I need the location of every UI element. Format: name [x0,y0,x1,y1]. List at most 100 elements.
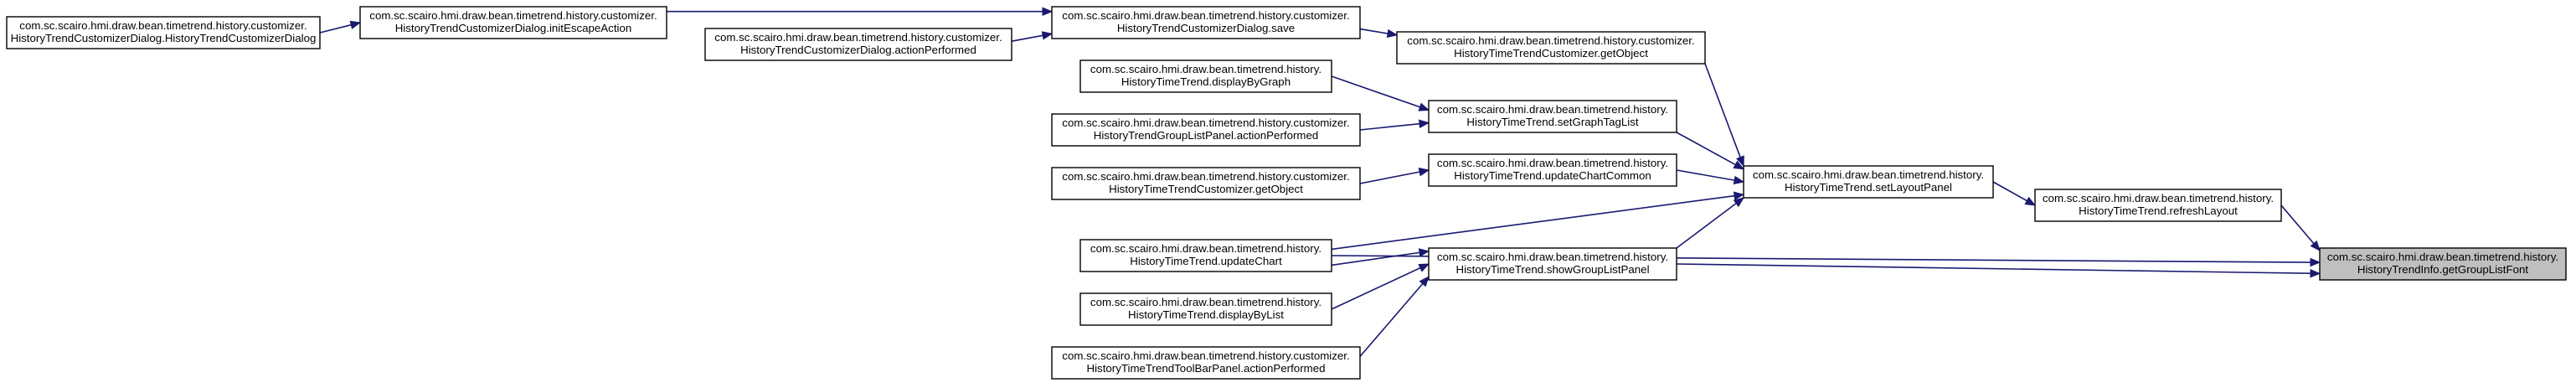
node-label-line: HistoryTimeTrend.refreshLayout [2079,204,2238,217]
node-label-line: HistoryTrendCustomizerDialog.actionPerfo… [740,44,976,56]
arrowhead [1733,197,1745,208]
edge-line [1359,283,1424,357]
edge-refreshLayout-to-getGroupListFont [2280,204,2321,252]
node-label-line: com.sc.scairo.hmi.draw.bean.timetrend.hi… [1437,103,1668,116]
arrowhead [1733,175,1745,185]
node-box [704,28,1012,61]
arrowhead [1736,155,1744,168]
root-node-getGroupListFont[interactable]: com.sc.scairo.hmi.draw.bean.timetrend.hi… [2319,247,2567,281]
edge-line [2280,204,2315,245]
graph-node-displayByList[interactable]: com.sc.scairo.hmi.draw.bean.timetrend.hi… [1079,292,1332,326]
graph-node-initEscapeAction[interactable]: com.sc.scairo.hmi.draw.bean.timetrend.hi… [359,6,667,39]
node-label-line: HistoryTimeTrend.displayByList [1128,308,1284,321]
node-label-line: HistoryTimeTrend.setGraphTagList [1466,116,1638,128]
node-label-line: HistoryTrendCustomizerDialog.save [1117,22,1295,34]
node-label-line: com.sc.scairo.hmi.draw.bean.timetrend.hi… [2327,251,2558,263]
edge-line [1704,63,1741,158]
node-box [1428,153,1677,187]
node-label-line: com.sc.scairo.hmi.draw.bean.timetrend.hi… [369,9,657,22]
arrowhead [1418,102,1430,111]
edge-updateChart-to-showGroupListPanel [1331,248,1430,266]
graph-node-groupListAction[interactable]: com.sc.scairo.hmi.draw.bean.timetrend.hi… [1051,113,1361,147]
arrowhead [1733,160,1745,170]
arrowhead [1386,28,1399,39]
arrowhead [1733,191,1745,200]
node-box [1079,239,1332,272]
graph-node-dialogSave[interactable]: com.sc.scairo.hmi.draw.bean.timetrend.hi… [1051,6,1361,39]
node-box [1743,165,1994,199]
graph-node-setGraphTagList[interactable]: com.sc.scairo.hmi.draw.bean.timetrend.hi… [1428,100,1677,133]
graph-node-showGroupListPanel[interactable]: com.sc.scairo.hmi.draw.bean.timetrend.hi… [1428,247,1677,281]
graph-node-dialogAction[interactable]: com.sc.scairo.hmi.draw.bean.timetrend.hi… [704,28,1012,61]
graph-node-updateChart[interactable]: com.sc.scairo.hmi.draw.bean.timetrend.hi… [1079,239,1332,272]
node-label-line: com.sc.scairo.hmi.draw.bean.timetrend.hi… [1090,242,1321,255]
node-label-line: com.sc.scairo.hmi.draw.bean.timetrend.hi… [1407,34,1694,47]
node-box [1396,31,1706,65]
graph-node-updateChartCommon[interactable]: com.sc.scairo.hmi.draw.bean.timetrend.hi… [1428,153,1677,187]
node-label-line: com.sc.scairo.hmi.draw.bean.timetrend.hi… [1062,170,1349,183]
node-label-line: HistoryTimeTrendToolBarPanel.actionPerfo… [1086,362,1325,375]
edge-dialogAction-to-dialogSave [1011,31,1054,42]
graph-node-getObjectCustomizer[interactable]: com.sc.scairo.hmi.draw.bean.timetrend.hi… [1396,31,1706,65]
edge-line [1331,194,1735,251]
edge-line [1992,181,2027,202]
graph-node-dialogCtor[interactable]: com.sc.scairo.hmi.draw.bean.timetrend.hi… [6,16,321,49]
edge-getObjectCommon-to-updateChartCommon [1359,168,1430,184]
graph-node-displayByGraph[interactable]: com.sc.scairo.hmi.draw.bean.timetrend.hi… [1079,59,1332,93]
arrowhead [1041,31,1054,40]
graph-node-getObjectCommon[interactable]: com.sc.scairo.hmi.draw.bean.timetrend.hi… [1051,167,1361,200]
node-label-line: HistoryTimeTrend.updateChart [1130,255,1282,267]
edge-groupListAction-to-setGraphTagList [1359,119,1430,131]
node-label-line: com.sc.scairo.hmi.draw.bean.timetrend.hi… [19,19,307,32]
graph-node-setLayoutPanel[interactable]: com.sc.scairo.hmi.draw.bean.timetrend.hi… [1743,165,1994,199]
edge-showGroupListPanel-to-getGroupListFont [1676,263,2321,278]
node-label-line: HistoryTrendCustomizerDialog.HistoryTren… [11,32,317,44]
node-label-line: HistoryTrendInfo.getGroupListFont [2357,263,2529,276]
node-label-line: com.sc.scairo.hmi.draw.bean.timetrend.hi… [1753,168,1984,181]
edge-dialogCtor-to-initEscapeAction [319,20,362,34]
node-label-line: HistoryTrendGroupListPanel.actionPerform… [1094,129,1319,142]
node-label-line: com.sc.scairo.hmi.draw.bean.timetrend.hi… [1062,349,1349,362]
edge-displayByGraph-to-setGraphTagList [1331,75,1430,111]
edge-line [319,23,352,34]
edge-displayByList-to-showGroupListPanel [1331,263,1430,310]
node-box [1051,113,1361,147]
node-label-line: com.sc.scairo.hmi.draw.bean.timetrend.hi… [1437,251,1668,263]
node-box [2319,247,2567,281]
edge-line [1676,202,1737,249]
arrowhead [1419,276,1430,287]
node-label-line: com.sc.scairo.hmi.draw.bean.timetrend.hi… [1090,63,1321,75]
node-label-line: HistoryTimeTrend.updateChartCommon [1454,169,1651,182]
edge-dialogSave-to-getObjectCustomizer [1359,28,1399,39]
nodes-layer: com.sc.scairo.hmi.draw.bean.timetrend.hi… [6,6,2567,380]
graph-node-refreshLayout[interactable]: com.sc.scairo.hmi.draw.bean.timetrend.hi… [2034,189,2282,222]
edge-line [1359,171,1420,184]
node-label-line: com.sc.scairo.hmi.draw.bean.timetrend.hi… [1062,9,1349,22]
node-label-line: com.sc.scairo.hmi.draw.bean.timetrend.hi… [1062,116,1349,129]
arrowhead [2310,257,2321,267]
edge-line [1331,75,1420,108]
edge-line [1331,251,1420,266]
node-label-line: HistoryTimeTrend.setLayoutPanel [1785,181,1952,194]
edge-line [1676,132,1736,166]
node-label-line: com.sc.scairo.hmi.draw.bean.timetrend.hi… [2043,192,2274,204]
node-box [1428,100,1677,133]
arrowhead [2024,196,2037,206]
edge-line [1359,28,1388,34]
node-box [1079,59,1332,93]
graph-node-toolbarAction[interactable]: com.sc.scairo.hmi.draw.bean.timetrend.hi… [1051,346,1361,380]
node-box [6,16,321,49]
node-label-line: HistoryTimeTrend.showGroupListPanel [1455,263,1649,276]
node-box [359,6,667,39]
arrowhead [1418,263,1430,272]
edge-showGroupListPanel-to-setLayoutPanel [1676,197,1745,249]
arrowhead [1418,168,1430,177]
edge-line [1011,34,1043,42]
node-label-line: com.sc.scairo.hmi.draw.bean.timetrend.hi… [714,31,1002,44]
edge-initEscapeAction-to-dialogSave [667,7,1054,16]
arrowhead [2310,268,2321,278]
edge-setGraphTagList-to-setLayoutPanel [1676,132,1745,170]
node-label-line: com.sc.scairo.hmi.draw.bean.timetrend.hi… [1090,296,1321,308]
edge-setLayoutPanel-to-refreshLayout [1992,181,2037,206]
